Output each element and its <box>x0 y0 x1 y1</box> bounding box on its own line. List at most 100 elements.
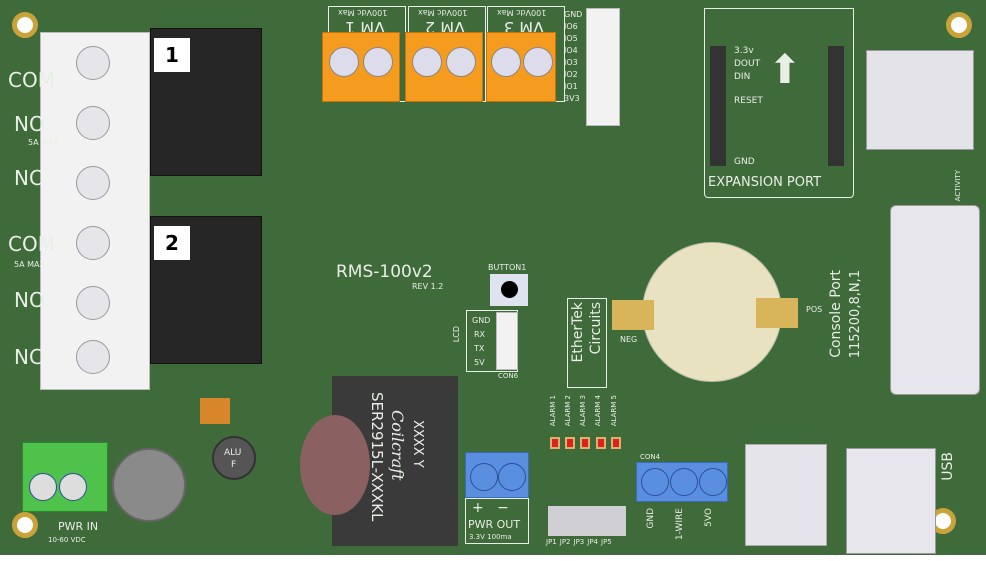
lcd-title: LCD <box>452 326 461 343</box>
screw-terminal[interactable] <box>76 46 110 80</box>
mounting-hole <box>12 512 38 538</box>
con4-pin: GND <box>646 508 656 529</box>
alarm-led-4 <box>596 437 606 449</box>
screw[interactable] <box>470 463 498 491</box>
relay-terminal-block <box>40 32 150 390</box>
usb-label: USB <box>940 452 956 481</box>
sd-card-slot[interactable] <box>745 444 827 546</box>
inductor-coil <box>300 415 370 515</box>
alarm-led-3 <box>580 437 590 449</box>
pwr-out-terminal <box>465 452 529 498</box>
exp-pin-label: GND <box>734 157 755 167</box>
screw[interactable] <box>498 463 526 491</box>
vm1-rating: 100Vdc Max <box>338 8 388 17</box>
screw[interactable] <box>641 468 669 496</box>
screw-terminal[interactable] <box>76 286 110 320</box>
lcd-pin: TX <box>474 344 485 353</box>
lcd-connector[interactable] <box>496 312 518 370</box>
screw[interactable] <box>446 47 476 77</box>
vm3-rating: 100Vdc Max <box>497 8 547 17</box>
expansion-port-outline <box>704 8 854 198</box>
alarm-label: ALARM 3 <box>579 395 587 427</box>
screw[interactable] <box>363 47 393 77</box>
jumper-label: JP1 <box>546 538 557 546</box>
relay1-com-label: COM <box>8 68 55 92</box>
jumper-label: JP5 <box>601 538 612 546</box>
alarm-label: ALARM 1 <box>549 395 557 427</box>
exp-pin-label: DIN <box>734 72 751 82</box>
button-s1[interactable] <box>490 274 528 306</box>
alarm-led-2 <box>565 437 575 449</box>
io-connector[interactable] <box>586 8 620 126</box>
screw[interactable] <box>329 47 359 77</box>
relay2-rating: 5A MAX <box>14 260 45 269</box>
expansion-header-left[interactable] <box>710 46 726 166</box>
io-label: IO6 <box>564 22 578 31</box>
maker-line1: EtherTek <box>570 302 586 363</box>
alu-cap-label: F <box>231 460 237 470</box>
screw-terminal[interactable] <box>76 340 110 374</box>
exp-pin-label: 3.3v <box>734 46 754 56</box>
con4-terminal <box>636 462 728 502</box>
screw[interactable] <box>699 468 727 496</box>
screw[interactable] <box>491 47 521 77</box>
screw[interactable] <box>523 47 553 77</box>
board-name: RMS-100v2 <box>336 262 433 282</box>
io-label: IO2 <box>564 70 578 79</box>
jumper-label: JP4 <box>587 538 598 546</box>
alarm-led-1 <box>550 437 560 449</box>
relay1-rating: 5A MAX <box>28 138 59 147</box>
exp-pin-label: DOUT <box>734 59 761 69</box>
jumper-headers[interactable] <box>548 506 626 536</box>
battery-neg-label: NEG <box>620 335 638 344</box>
inductor-code: XXXX Y <box>410 420 425 468</box>
button-cap[interactable] <box>501 281 518 298</box>
battery-pos-tab <box>756 298 798 328</box>
relay2-number: 2 <box>154 226 190 260</box>
board-rev: REV 1.2 <box>412 282 444 291</box>
io-label: IO1 <box>564 82 578 91</box>
screw[interactable] <box>59 473 87 501</box>
alu-capacitor <box>212 436 256 480</box>
pwr-in-spec: 10-60 VDC <box>48 536 86 544</box>
io-label: IO3 <box>564 58 578 67</box>
usb-port[interactable] <box>846 448 936 554</box>
battery-pos-label: POS <box>806 305 823 314</box>
pwr-out-outline <box>465 498 529 544</box>
jumper-label: JP3 <box>573 538 585 546</box>
screw-terminal[interactable] <box>76 226 110 260</box>
screw[interactable] <box>670 468 698 496</box>
electrolytic-capacitor <box>112 448 186 522</box>
screw[interactable] <box>29 473 57 501</box>
vm3-terminal <box>486 32 556 102</box>
alarm-label: ALARM 2 <box>564 395 572 427</box>
io-label: IO4 <box>564 46 578 55</box>
expansion-port-title: EXPANSION PORT <box>708 175 822 190</box>
lcd-pin: 5V <box>474 358 485 367</box>
relay2-com-label: COM <box>8 232 55 256</box>
vm2-terminal <box>405 32 483 102</box>
button-label: BUTTON1 <box>488 263 527 272</box>
relay1-nc-label: NC <box>14 166 43 190</box>
db9-serial-connector[interactable] <box>890 205 980 395</box>
battery-neg-tab <box>612 300 654 330</box>
io-label: GND <box>564 10 583 19</box>
con4-pin: 1-WIRE <box>675 508 685 541</box>
con4-label: CON4 <box>640 453 661 461</box>
relay2-no-label: NO <box>14 288 45 312</box>
relay1-number: 1 <box>154 38 190 72</box>
io-header-labels: GND IO6 IO5 IO4 IO3 IO2 IO1 3V3 <box>564 10 582 103</box>
pwr-out-polarity: + − <box>472 500 509 516</box>
ethernet-jack[interactable] <box>866 50 974 150</box>
mounting-hole <box>946 12 972 38</box>
alarm-label: ALARM 5 <box>610 395 618 427</box>
activity-label: ACTIVITY <box>954 170 962 202</box>
screw-terminal[interactable] <box>76 166 110 200</box>
expansion-header-right[interactable] <box>828 46 844 166</box>
screw-terminal[interactable] <box>76 106 110 140</box>
pwr-in-terminal <box>22 442 108 512</box>
vm2-rating: 100Vdc Max <box>418 8 468 17</box>
screw[interactable] <box>412 47 442 77</box>
inductor-brand: Coilcraft <box>388 410 407 481</box>
